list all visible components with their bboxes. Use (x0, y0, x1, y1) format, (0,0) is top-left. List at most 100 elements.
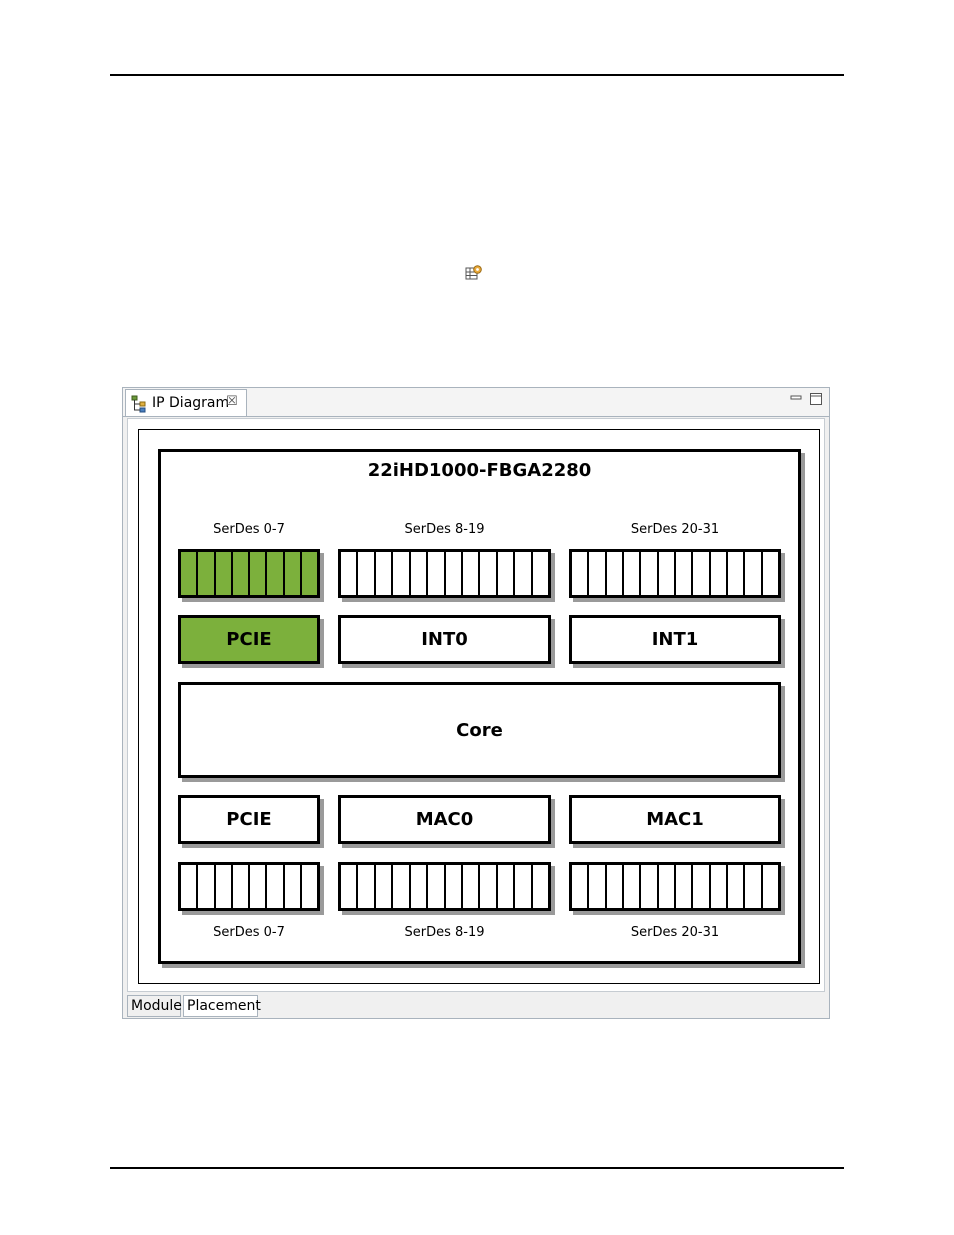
serdes-lane[interactable] (267, 552, 284, 595)
serdes-label: SerDes 8-19 (338, 522, 551, 537)
serdes-lane[interactable] (446, 552, 463, 595)
serdes-label: SerDes 0-7 (178, 522, 320, 537)
serdes-lane[interactable] (745, 552, 762, 595)
tab-module[interactable]: Module (127, 995, 181, 1017)
core-block[interactable]: Core (178, 682, 781, 778)
serdes-lane[interactable] (533, 865, 548, 908)
serdes-lane[interactable] (763, 552, 778, 595)
int0-block[interactable]: INT0 (338, 615, 551, 664)
serdes-20-31-lanes[interactable] (569, 549, 781, 598)
serdes-lane[interactable] (589, 552, 606, 595)
serdes-label: SerDes 0-7 (178, 925, 320, 940)
serdes-lane[interactable] (250, 865, 267, 908)
tab-placement[interactable]: Placement (183, 995, 258, 1017)
serdes-label: SerDes 20-31 (569, 925, 781, 940)
serdes-0-7-lanes[interactable] (178, 549, 320, 598)
ip-config-icon (465, 264, 483, 282)
serdes-lane[interactable] (728, 552, 745, 595)
serdes-lane[interactable] (641, 552, 658, 595)
serdes-lane[interactable] (659, 552, 676, 595)
serdes-lane[interactable] (198, 865, 215, 908)
serdes-lane[interactable] (711, 865, 728, 908)
serdes-lane[interactable] (233, 865, 250, 908)
device-name: 22iHD1000-FBGA2280 (161, 460, 798, 482)
serdes-lane[interactable] (728, 865, 745, 908)
serdes-lane[interactable] (607, 865, 624, 908)
serdes-lane[interactable] (624, 552, 641, 595)
serdes-lane[interactable] (411, 865, 428, 908)
pcie-block-top[interactable]: PCIE (178, 615, 320, 664)
tab-label: IP Diagram (152, 395, 229, 411)
footer-rule (110, 1167, 844, 1169)
header-rule (110, 74, 844, 76)
int1-block[interactable]: INT1 (569, 615, 781, 664)
serdes-lane[interactable] (198, 552, 215, 595)
serdes-lane[interactable] (181, 865, 198, 908)
serdes-lane[interactable] (216, 865, 233, 908)
serdes-lane[interactable] (428, 865, 445, 908)
serdes-label: SerDes 20-31 (569, 522, 781, 537)
serdes-lane[interactable] (641, 865, 658, 908)
serdes-lane[interactable] (693, 865, 710, 908)
serdes-lane[interactable] (285, 865, 302, 908)
serdes-lane[interactable] (480, 552, 497, 595)
serdes-lane[interactable] (233, 552, 250, 595)
serdes-lane[interactable] (659, 865, 676, 908)
serdes-lane[interactable] (624, 865, 641, 908)
pcie-block-bottom[interactable]: PCIE (178, 795, 320, 844)
serdes-lane[interactable] (463, 865, 480, 908)
serdes-lane[interactable] (428, 552, 445, 595)
serdes-lane[interactable] (393, 865, 410, 908)
diagram-canvas: 22iHD1000-FBGA2280 SerDes 0-7 SerDes 8-1… (127, 418, 825, 992)
serdes-lane[interactable] (341, 552, 358, 595)
serdes-lane[interactable] (411, 552, 428, 595)
serdes-lane[interactable] (572, 552, 589, 595)
serdes-lane[interactable] (480, 865, 497, 908)
editor-tab-bar: IP Diagram ☒ (123, 388, 829, 417)
close-icon[interactable]: ☒ (226, 394, 238, 410)
serdes-lane[interactable] (607, 552, 624, 595)
serdes-lane[interactable] (589, 865, 606, 908)
serdes-lane[interactable] (498, 552, 515, 595)
serdes-label: SerDes 8-19 (338, 925, 551, 940)
serdes-lane[interactable] (463, 552, 480, 595)
serdes-lane[interactable] (676, 552, 693, 595)
serdes-lane[interactable] (676, 865, 693, 908)
serdes-lane[interactable] (285, 552, 302, 595)
serdes-lane[interactable] (216, 552, 233, 595)
serdes-lane[interactable] (446, 865, 463, 908)
serdes-lane[interactable] (693, 552, 710, 595)
serdes-lane[interactable] (358, 552, 375, 595)
serdes-8-19-lanes[interactable] (338, 862, 551, 911)
maximize-icon[interactable] (809, 392, 823, 406)
tree-diagram-icon (130, 395, 148, 413)
serdes-lane[interactable] (250, 552, 267, 595)
serdes-lane[interactable] (515, 552, 532, 595)
ip-diagram-window: IP Diagram ☒ 22iHD1000-FBGA2280 SerDes 0… (122, 387, 830, 1019)
serdes-lane[interactable] (572, 865, 589, 908)
minimize-icon[interactable] (789, 392, 803, 406)
serdes-lane[interactable] (393, 552, 410, 595)
serdes-lane[interactable] (302, 865, 317, 908)
mac0-block[interactable]: MAC0 (338, 795, 551, 844)
serdes-lane[interactable] (376, 865, 393, 908)
serdes-0-7-lanes[interactable] (178, 862, 320, 911)
serdes-20-31-lanes[interactable] (569, 862, 781, 911)
serdes-lane[interactable] (341, 865, 358, 908)
device-outline: 22iHD1000-FBGA2280 SerDes 0-7 SerDes 8-1… (158, 449, 801, 964)
serdes-lane[interactable] (515, 865, 532, 908)
serdes-lane[interactable] (376, 552, 393, 595)
serdes-lane[interactable] (181, 552, 198, 595)
mac1-block[interactable]: MAC1 (569, 795, 781, 844)
serdes-lane[interactable] (745, 865, 762, 908)
serdes-lane[interactable] (358, 865, 375, 908)
serdes-lane[interactable] (267, 865, 284, 908)
serdes-lane[interactable] (498, 865, 515, 908)
serdes-lane[interactable] (302, 552, 317, 595)
serdes-lane[interactable] (763, 865, 778, 908)
serdes-8-19-lanes[interactable] (338, 549, 551, 598)
serdes-lane[interactable] (533, 552, 548, 595)
serdes-lane[interactable] (711, 552, 728, 595)
tab-ip-diagram[interactable]: IP Diagram ☒ (125, 389, 247, 416)
diagram-frame: 22iHD1000-FBGA2280 SerDes 0-7 SerDes 8-1… (138, 429, 820, 984)
